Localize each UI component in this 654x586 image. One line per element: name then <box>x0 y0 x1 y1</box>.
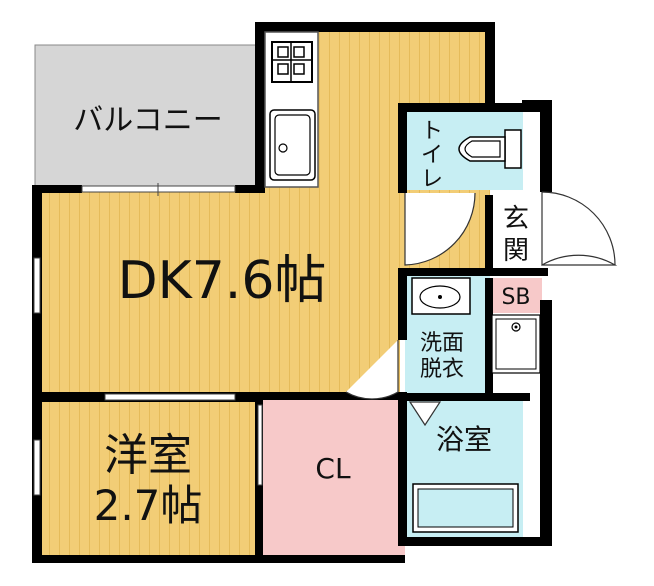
western-room-label-line2: 2.7帖 <box>94 481 203 530</box>
shoebox-floor <box>490 278 542 313</box>
balcony-label: バルコニー <box>73 103 222 138</box>
washbasin-icon <box>411 277 471 315</box>
western-room-floor <box>40 400 262 558</box>
washroom-label-line1: 洗面 <box>420 331 464 356</box>
stove-burners <box>272 42 312 82</box>
toilet-label: ト イ レ <box>421 119 443 192</box>
windows <box>33 183 263 496</box>
entrance-label: 玄 関 <box>503 204 529 266</box>
entrance-label-char-1: 玄 <box>503 204 529 234</box>
closet-floor <box>262 400 405 558</box>
washroom-label-line2: 脱衣 <box>420 357 464 382</box>
bathroom-label: 浴室 <box>436 423 492 456</box>
toilet-label-char-3: レ <box>421 167 443 192</box>
entrance-floor <box>490 195 540 270</box>
kitchen-sink-icon <box>269 109 316 181</box>
doors <box>345 191 618 427</box>
closet-label: CL <box>315 452 351 485</box>
bathtub-icon <box>412 483 519 533</box>
balcony-floor <box>34 44 263 191</box>
kitchen-counter <box>264 31 319 188</box>
toilet-label-char-1: ト <box>421 119 443 144</box>
toilet-label-char-2: イ <box>421 143 443 168</box>
western-room-label-line1: 洋室 <box>104 430 192 481</box>
shoebox-label: SB <box>501 285 530 310</box>
stove-icon <box>271 41 313 83</box>
dk-label: DK7.6帖 <box>118 251 327 311</box>
entrance-label-char-2: 関 <box>503 236 529 266</box>
toilet-icon <box>458 129 522 169</box>
dk-floor <box>40 190 400 395</box>
washing-machine-space-icon <box>491 314 541 374</box>
